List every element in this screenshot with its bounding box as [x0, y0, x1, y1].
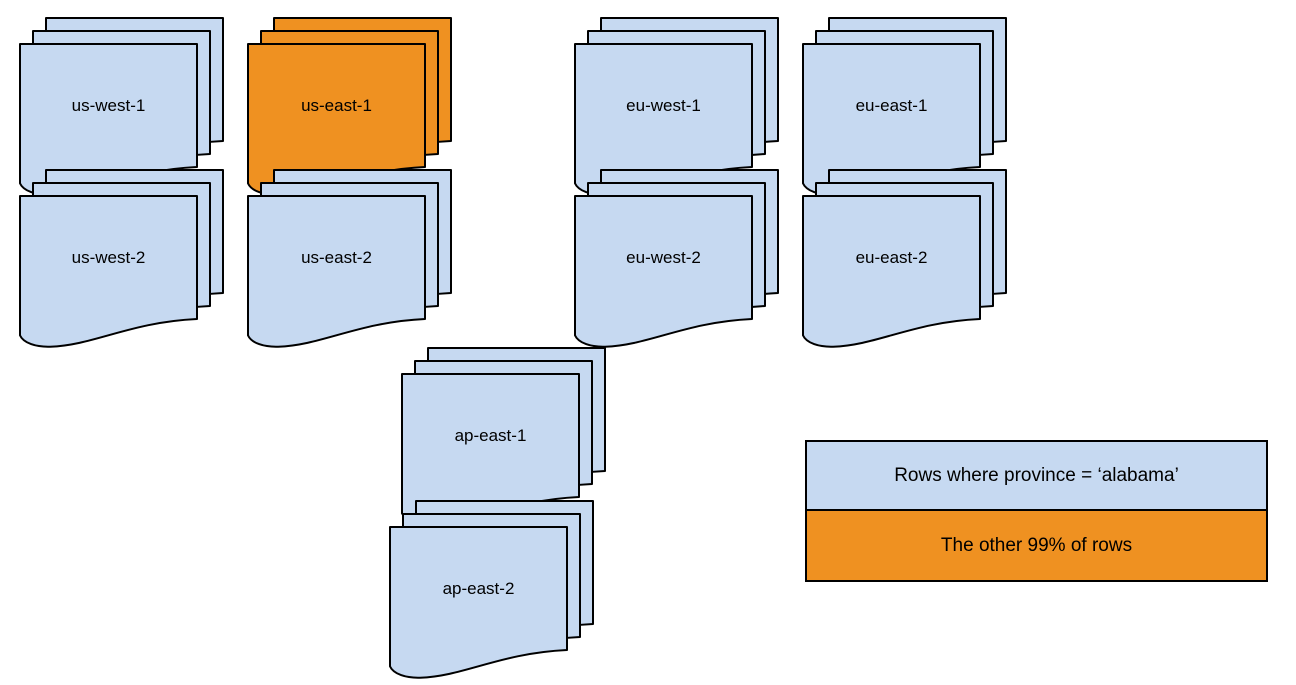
document-stack-us-west-1[interactable]	[19, 17, 224, 196]
stack-sheet-front-us-east-2	[247, 195, 426, 348]
stack-sheet-front-us-west-2	[19, 195, 198, 348]
legend-row-other: The other 99% of rows	[807, 511, 1266, 580]
document-stack-us-east-1[interactable]	[247, 17, 452, 196]
legend-label-other: The other 99% of rows	[940, 534, 1133, 556]
document-stack-us-east-2[interactable]	[247, 169, 452, 348]
document-stack-eu-east-2[interactable]	[802, 169, 1007, 348]
document-stack-eu-west-1[interactable]	[574, 17, 779, 196]
stack-sheet-front-ap-east-2	[389, 526, 568, 679]
stack-sheet-front-eu-east-2	[802, 195, 981, 348]
document-stack-us-west-2[interactable]	[19, 169, 224, 348]
document-stack-eu-east-1[interactable]	[802, 17, 1007, 196]
legend: Rows where province = ‘alabama’ The othe…	[805, 440, 1268, 582]
legend-label-alabama: Rows where province = ‘alabama’	[894, 464, 1179, 486]
document-stack-ap-east-1[interactable]	[401, 347, 606, 526]
legend-row-alabama: Rows where province = ‘alabama’	[807, 442, 1266, 511]
document-stack-ap-east-2[interactable]	[389, 500, 594, 679]
document-stack-eu-west-2[interactable]	[574, 169, 779, 348]
stack-sheet-front-eu-west-2	[574, 195, 753, 348]
